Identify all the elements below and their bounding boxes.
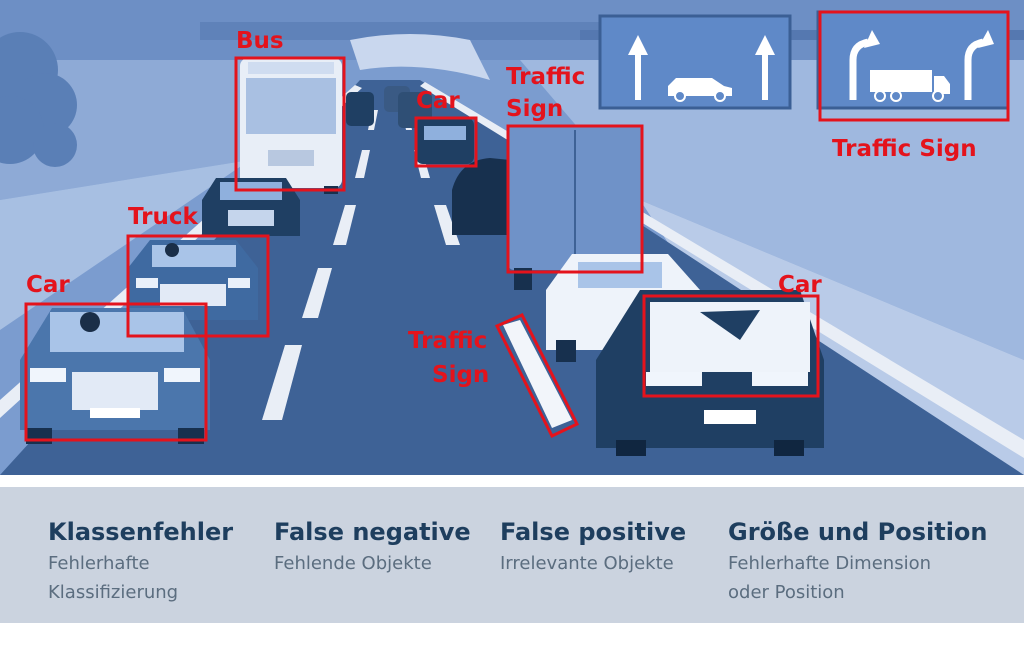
bbox-car-left	[24, 302, 208, 442]
vehicle-car-small	[202, 178, 300, 236]
arrow-curve-icon	[849, 38, 869, 100]
bbox-truck	[126, 234, 270, 338]
label-car-left: Car	[26, 272, 70, 298]
legend-desc: Fehlende Objekte	[274, 553, 432, 574]
legend-title: False positive	[500, 518, 687, 546]
tree	[0, 32, 77, 167]
legend-title: Größe und Position	[728, 518, 988, 546]
label-traffic-sign-truck-line1: Traffic	[506, 64, 586, 90]
overhead-sign-straight	[598, 14, 792, 110]
label-car-center: Car	[416, 88, 460, 114]
legend-desc: Fehlerhafte Klassifizierung	[48, 553, 179, 603]
vehicle-car-center	[416, 118, 474, 164]
bbox-bus	[234, 56, 346, 192]
error-type-legend: Klassenfehler Fehlerhafte Klassifizierun…	[0, 487, 1024, 623]
bbox-traffic-sign-overhead	[818, 10, 1010, 122]
vehicle-bus	[240, 58, 342, 194]
label-traffic-sign-truck-line2: Sign	[506, 96, 564, 122]
arrow-up-icon	[628, 35, 648, 100]
label-traffic-sign-road-line2: Sign	[432, 362, 490, 388]
vehicle-car-front-right	[596, 290, 824, 456]
vehicle-car-front-left	[20, 308, 210, 444]
arrow-up-icon	[755, 35, 775, 100]
bbox-traffic-sign-truck	[506, 124, 644, 274]
legend-desc: Irrelevante Objekte	[500, 553, 674, 574]
legend-desc: Fehlerhafte Dimension oder Position	[728, 553, 932, 603]
bbox-traffic-sign-road	[494, 313, 580, 438]
overhead-sign-turn	[816, 10, 1010, 110]
label-truck: Truck	[128, 204, 198, 230]
legend-false-negative: False negative Fehlende Objekte	[274, 517, 471, 578]
legend-size-position: Größe und Position Fehlerhafte Dimension…	[728, 517, 988, 607]
legend-false-positive: False positive Irrelevante Objekte	[500, 517, 686, 578]
arrow-curve-icon	[964, 38, 984, 100]
vehicle-car-misclassified	[128, 240, 258, 320]
legend-title: False negative	[274, 518, 471, 546]
bbox-car-right	[642, 294, 820, 398]
label-traffic-sign-road-line1: Traffic	[408, 328, 488, 354]
legend-class-error: Klassenfehler Fehlerhafte Klassifizierun…	[48, 517, 233, 607]
label-bus: Bus	[236, 28, 284, 54]
highway-scene: Bus Car Truck Car Car Traffic Sign Traff…	[0, 0, 1024, 475]
bbox-car-center	[414, 116, 478, 168]
legend-title: Klassenfehler	[48, 518, 234, 546]
truck-icon	[870, 70, 950, 94]
label-car-right: Car	[778, 272, 822, 298]
car-icon	[668, 78, 732, 96]
label-traffic-sign-overhead: Traffic Sign	[832, 136, 977, 162]
